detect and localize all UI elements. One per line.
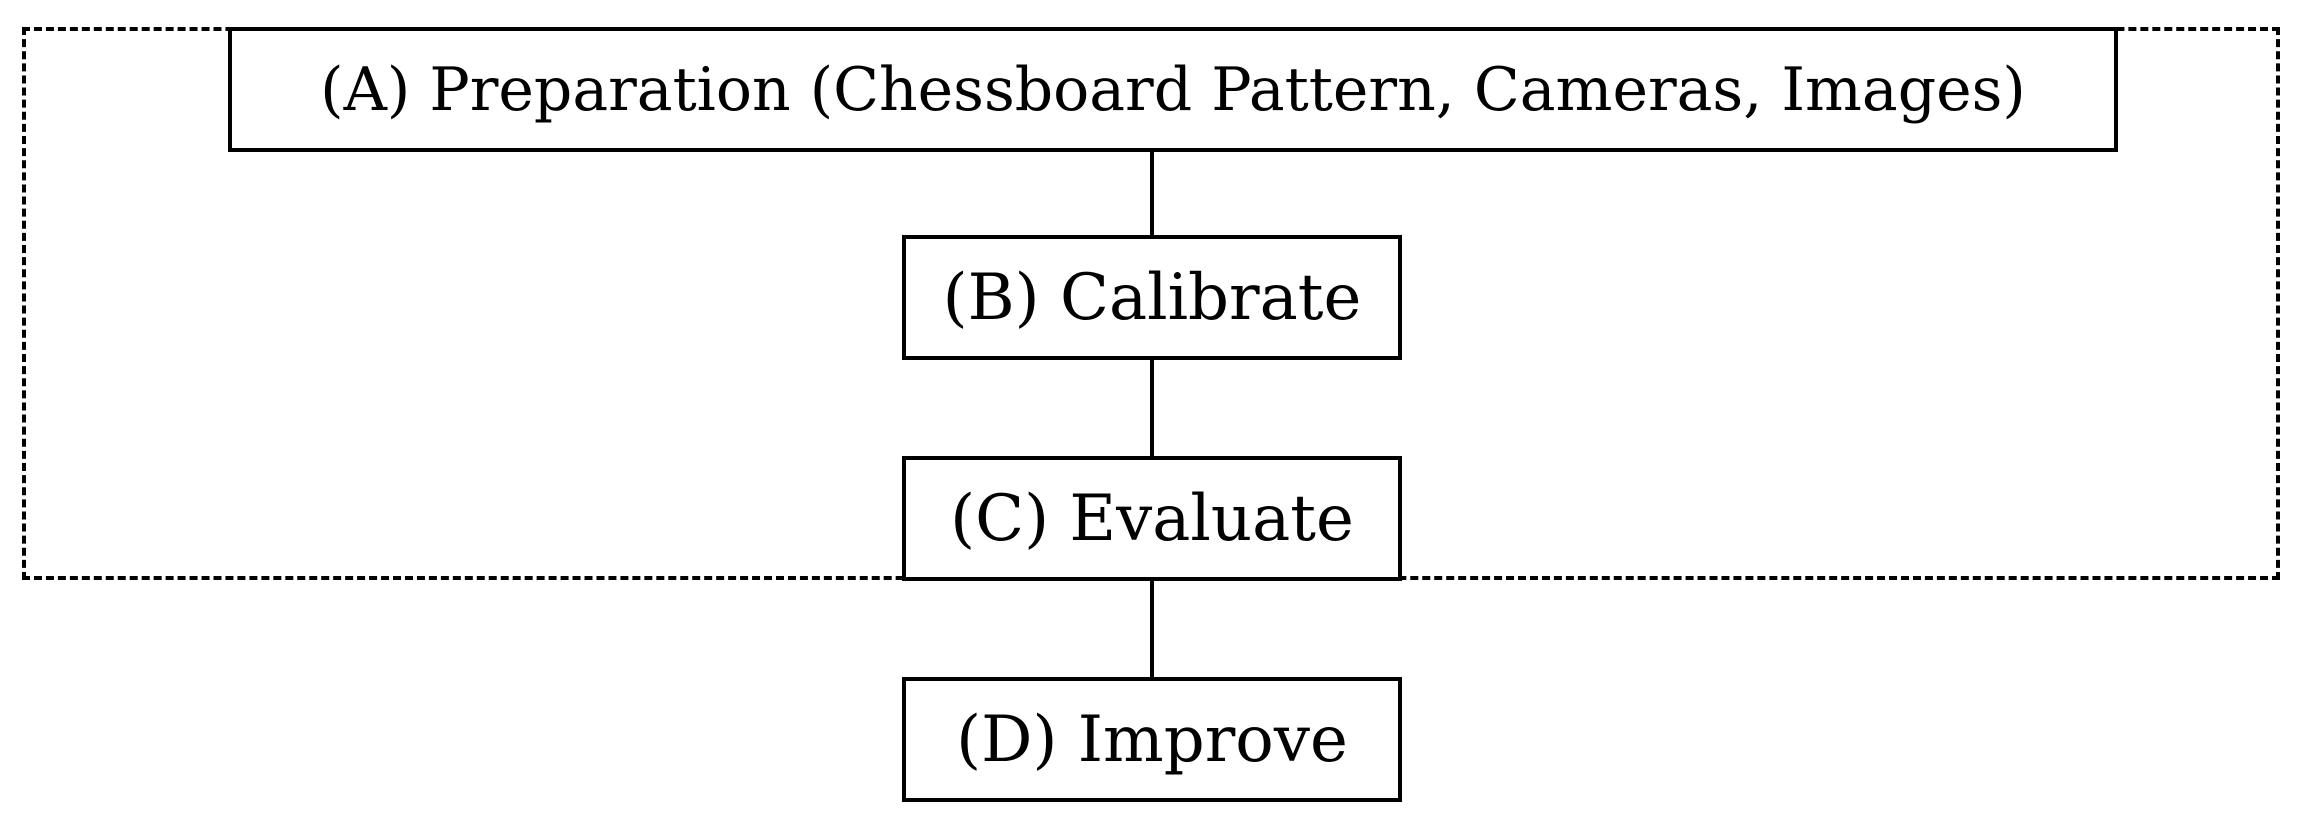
- step-c-label: (C) Evaluate: [950, 481, 1354, 556]
- step-d-improve-box: (D) Improve: [902, 677, 1402, 802]
- connector-b-c: [1150, 358, 1154, 458]
- step-b-calibrate-box: (B) Calibrate: [902, 235, 1402, 360]
- step-a-label: (A) Preparation (Chessboard Pattern, Cam…: [320, 54, 2026, 125]
- connector-a-b: [1150, 150, 1154, 238]
- step-c-evaluate-box: (C) Evaluate: [902, 456, 1402, 581]
- step-b-label: (B) Calibrate: [942, 260, 1362, 335]
- step-d-label: (D) Improve: [956, 702, 1348, 777]
- step-a-preparation-box: (A) Preparation (Chessboard Pattern, Cam…: [228, 27, 2118, 152]
- connector-c-d: [1150, 579, 1154, 679]
